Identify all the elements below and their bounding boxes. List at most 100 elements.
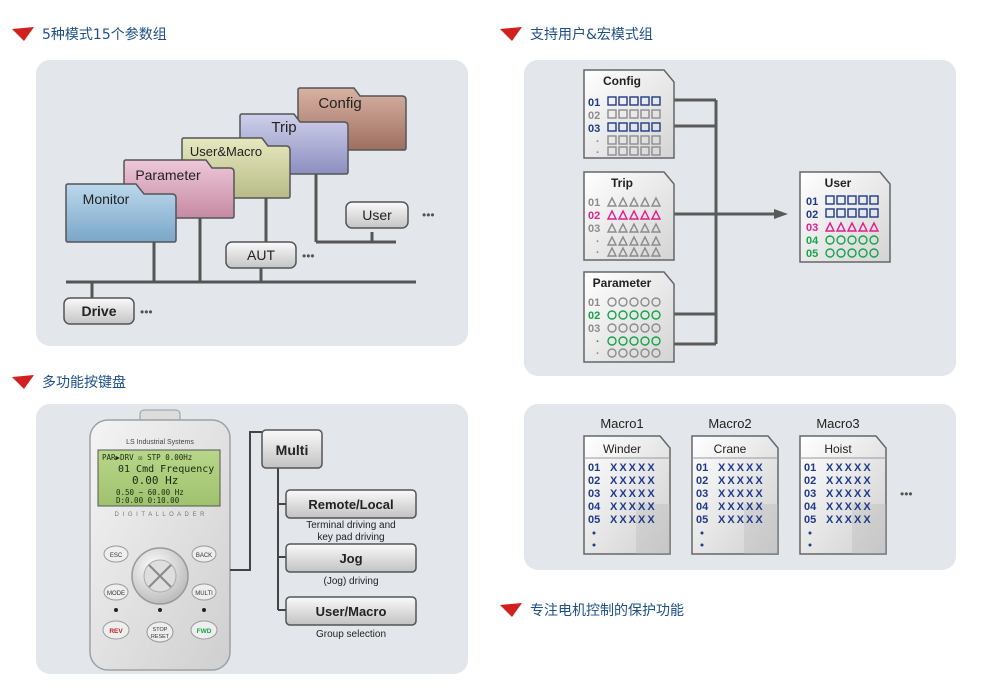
svg-text:03: 03 xyxy=(804,488,816,500)
svg-text:Group selection: Group selection xyxy=(316,629,386,640)
multi-button[interactable]: MULTI xyxy=(191,583,217,601)
svg-text:·: · xyxy=(596,348,600,360)
svg-text:01: 01 xyxy=(588,297,600,309)
svg-text:Jog: Jog xyxy=(339,551,362,566)
svg-text:04: 04 xyxy=(696,501,709,513)
svg-text:STOP: STOP xyxy=(153,627,168,633)
fwd-button[interactable]: FWD xyxy=(190,620,218,640)
svg-text:·: · xyxy=(596,136,600,148)
svg-text:XXXXX: XXXXX xyxy=(826,501,873,513)
svg-text:FWD: FWD xyxy=(197,628,212,635)
svg-text:02: 02 xyxy=(588,210,600,222)
svg-text:04: 04 xyxy=(588,501,601,513)
function-jog: Jog (Jog) driving xyxy=(285,543,417,587)
lcd-line-4: 0.50 ~ 60.00 Hz xyxy=(116,488,184,497)
svg-text:05: 05 xyxy=(696,514,708,526)
svg-text:02: 02 xyxy=(588,110,600,122)
svg-text:REV: REV xyxy=(109,628,123,635)
red-arrow-icon xyxy=(500,27,522,41)
card-user: User 01 02 03 04 05 xyxy=(799,171,891,263)
multi-box: Multi xyxy=(261,429,323,469)
ellipsis: ••• xyxy=(302,249,315,263)
esc-button[interactable]: ESC xyxy=(103,545,129,563)
svg-text:XXXXX: XXXXX xyxy=(826,488,873,500)
svg-text:XXXXX: XXXXX xyxy=(718,475,765,487)
svg-text:XXXXX: XXXXX xyxy=(826,514,873,526)
section-title-keypad: 多功能按键盘 xyxy=(12,372,126,392)
svg-text:MULTI: MULTI xyxy=(195,591,213,597)
svg-text:03: 03 xyxy=(696,488,708,500)
svg-text:03: 03 xyxy=(588,223,600,235)
keypad-brand: LS Industrial Systems xyxy=(126,439,194,446)
svg-text:AUT: AUT xyxy=(247,247,275,263)
svg-text:key pad driving: key pad driving xyxy=(317,532,384,543)
svg-text:·: · xyxy=(596,236,600,248)
ellipsis: ••• xyxy=(900,487,913,501)
svg-text:04: 04 xyxy=(806,235,819,247)
svg-text:01: 01 xyxy=(588,97,600,109)
svg-text:02: 02 xyxy=(806,209,818,221)
lcd-line-2: 01 Cmd Frequency xyxy=(118,464,214,475)
macro-card-2: Macro2 Crane 01 02 03 04 05 XXXXX XXXXX … xyxy=(691,416,779,555)
card-parameter: Parameter 01 02 03 · · xyxy=(583,271,675,363)
group-user: User ••• xyxy=(345,201,435,229)
ellipsis: ••• xyxy=(422,208,435,222)
user-macro-panel: Config 01 02 03 · · Trip 01 02 03 · · xyxy=(524,60,956,376)
svg-text:XXXXX: XXXXX xyxy=(610,462,657,474)
svg-text:User: User xyxy=(825,176,852,190)
svg-text:(Jog) driving: (Jog) driving xyxy=(323,576,378,587)
svg-text:XXXXX: XXXXX xyxy=(610,501,657,513)
svg-text:05: 05 xyxy=(804,514,816,526)
svg-text:Trip: Trip xyxy=(611,176,633,190)
svg-text:03: 03 xyxy=(588,123,600,135)
stop-reset-button[interactable]: STOP RESET xyxy=(146,621,174,643)
svg-text:03: 03 xyxy=(588,323,600,335)
led-indicator xyxy=(114,608,118,612)
macro-label: Macro3 xyxy=(816,416,859,431)
red-arrow-icon xyxy=(12,27,34,41)
group-drive: Drive ••• xyxy=(63,297,153,325)
macro-label: Macro2 xyxy=(708,416,751,431)
mode-button[interactable]: MODE xyxy=(103,583,129,601)
svg-text:02: 02 xyxy=(804,475,816,487)
svg-text:Drive: Drive xyxy=(81,303,116,319)
rev-button[interactable]: REV xyxy=(102,620,130,640)
svg-text:04: 04 xyxy=(804,501,817,513)
svg-text:User: User xyxy=(362,207,392,223)
section-title-protection: 专注电机控制的保护功能 xyxy=(500,600,684,620)
led-indicator xyxy=(202,608,206,612)
group-aut: AUT ••• xyxy=(225,241,315,269)
folder-user-macro-label: User&Macro xyxy=(190,144,262,159)
svg-text:XXXXX: XXXXX xyxy=(826,462,873,474)
svg-text:Crane: Crane xyxy=(714,442,747,456)
user-macro-diagram: Config 01 02 03 · · Trip 01 02 03 · · xyxy=(583,69,891,363)
red-arrow-icon xyxy=(500,603,522,617)
svg-text:RESET: RESET xyxy=(151,634,170,640)
svg-text:XXXXX: XXXXX xyxy=(718,462,765,474)
svg-text:05: 05 xyxy=(588,514,600,526)
svg-text:ESC: ESC xyxy=(110,553,123,559)
folder-config-label: Config xyxy=(318,95,361,112)
modes-diagram: Config Trip User&Macro Parameter Monitor… xyxy=(63,87,435,325)
back-button[interactable]: BACK xyxy=(191,545,217,563)
ellipsis: ••• xyxy=(140,305,153,319)
svg-text:XXXXX: XXXXX xyxy=(826,475,873,487)
svg-text:Remote/Local: Remote/Local xyxy=(308,497,393,512)
svg-text:XXXXX: XXXXX xyxy=(718,514,765,526)
svg-text:·: · xyxy=(596,336,600,348)
macros-panel: Macro1 Winder 01 02 03 04 05 XXXXX XXXXX… xyxy=(524,404,956,570)
folder-trip-label: Trip xyxy=(271,119,296,136)
macro-label: Macro1 xyxy=(600,416,643,431)
svg-text:Config: Config xyxy=(603,74,641,88)
svg-text:XXXXX: XXXXX xyxy=(610,488,657,500)
loader-label: D I G I T A L L O A D E R xyxy=(114,512,205,518)
svg-text:05: 05 xyxy=(806,248,818,260)
card-config: Config 01 02 03 · · xyxy=(583,69,675,159)
card-trip: Trip 01 02 03 · · xyxy=(583,171,675,261)
lcd-line-5: D:0.00 0:10.00 xyxy=(116,496,180,505)
svg-text:Terminal driving and: Terminal driving and xyxy=(306,520,396,531)
svg-text:Hoist: Hoist xyxy=(824,442,852,456)
keypad-diagram: LS Industrial Systems PAR▶DRV ☒ STP 0.00… xyxy=(89,409,417,671)
svg-text:02: 02 xyxy=(696,475,708,487)
svg-text:Parameter: Parameter xyxy=(593,276,652,290)
